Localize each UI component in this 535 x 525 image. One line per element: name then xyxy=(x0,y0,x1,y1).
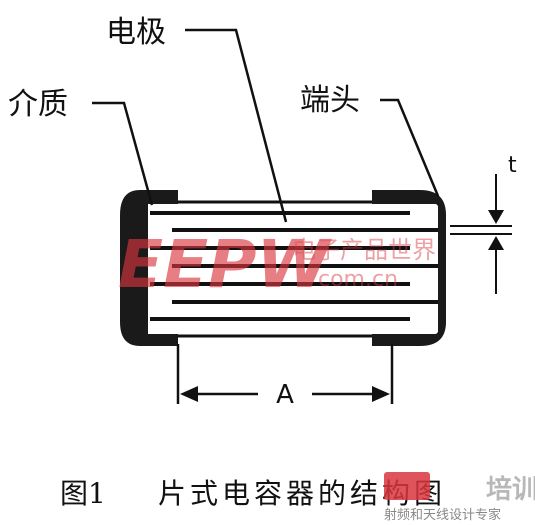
leader-lines xyxy=(92,28,440,223)
dielectric-label: 介质 xyxy=(8,87,68,122)
eepw-logo: EEPW xyxy=(118,226,333,303)
electrode-leader xyxy=(185,28,288,223)
terminal-leader xyxy=(380,98,440,197)
capacitor-body xyxy=(120,190,446,346)
length-dimension xyxy=(176,344,394,404)
badge-icon-box xyxy=(384,472,430,500)
figure-number: 图1 xyxy=(60,477,106,510)
left-terminal xyxy=(120,190,178,346)
terminal-label: 端头 xyxy=(300,83,360,118)
training-badge: 培训 射频和天线设计专家 xyxy=(384,472,535,523)
dielectric-leader xyxy=(92,101,154,206)
length-label: A xyxy=(276,380,294,410)
right-terminal xyxy=(372,190,446,346)
thickness-dimension xyxy=(450,174,512,294)
internal-electrodes xyxy=(150,211,438,321)
eepw-domain: com.cn xyxy=(318,267,398,292)
badge-site: 射频和天线设计专家 xyxy=(384,507,501,523)
electrode-label: 电极 xyxy=(106,15,166,50)
badge-title: 培训 xyxy=(486,475,535,505)
thickness-label: t xyxy=(508,153,517,178)
eepw-watermark: EEPW 电子产品世界 com.cn xyxy=(118,226,436,303)
eepw-cn-text: 电子产品世界 xyxy=(292,236,436,264)
